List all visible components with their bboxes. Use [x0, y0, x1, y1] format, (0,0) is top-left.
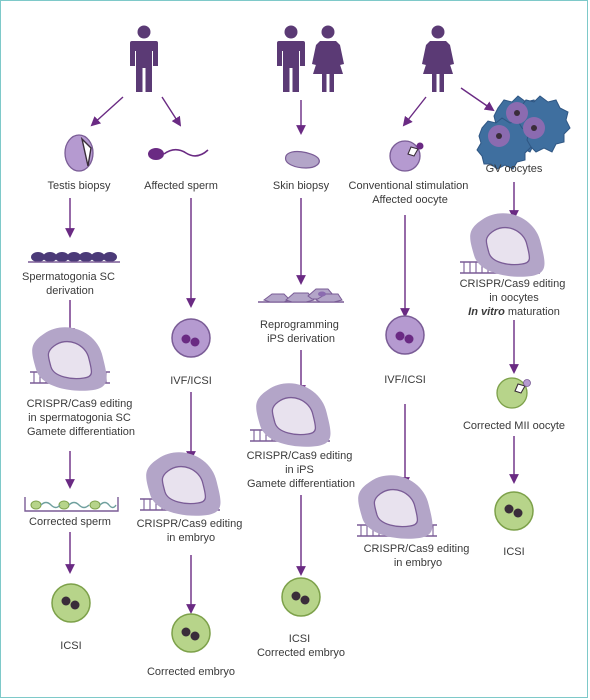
- label-corrected-sperm: Corrected sperm: [29, 516, 111, 528]
- ips-culture-icon: [258, 288, 344, 303]
- affected-sperm-icon: [148, 148, 209, 160]
- cas9-dna-icon: [459, 212, 546, 278]
- cas9-dna-icon: [356, 474, 438, 540]
- label-crispr-embryo: CRISPR/Cas9 editing in embryo: [364, 543, 473, 569]
- female-person-icon: [422, 25, 454, 92]
- label-corrected-mii-oocyte: Corrected MII oocyte: [463, 420, 565, 432]
- male-person-icon: [277, 25, 305, 92]
- label-crispr-ips: CRISPR/Cas9 editing in iPS Gamete differ…: [247, 450, 356, 490]
- label-conventional-stimulation: Conventional stimulation Affected oocyte: [349, 180, 472, 206]
- label-reprogramming: Reprogramming iPS derivation: [260, 319, 342, 345]
- flow-arrows: [65, 87, 519, 614]
- label-icsi: ICSI: [503, 546, 524, 558]
- ivf-embryo-icon: [385, 315, 425, 355]
- corrected-embryo-icon: [281, 577, 321, 617]
- cas9-dna-icon: [249, 382, 332, 448]
- label-crispr-embryo: CRISPR/Cas9 editing in embryo: [137, 518, 246, 544]
- label-crispr-spermatogonia: CRISPR/Cas9 editing in spermatogonia SC …: [27, 398, 136, 438]
- label-skin-biopsy: Skin biopsy: [273, 180, 330, 192]
- label-gv-oocytes: GV oocytes: [486, 163, 543, 175]
- affected-oocyte-icon: [389, 140, 424, 172]
- corrected-mii-oocyte-icon: [496, 377, 531, 409]
- corrected-sperm-icon: [24, 497, 119, 512]
- skin-cell-icon: [284, 150, 320, 169]
- icsi-embryo-icon: [494, 491, 534, 531]
- label-in-vitro-maturation: In vitro maturation: [468, 306, 560, 318]
- female-person-icon: [312, 25, 344, 92]
- label-corrected-embryo: Corrected embryo: [147, 666, 235, 678]
- label-affected-sperm: Affected sperm: [144, 180, 218, 192]
- label-ivf-icsi: IVF/ICSI: [170, 375, 212, 387]
- ivf-embryo-icon: [171, 318, 211, 358]
- label-spermatogonia-derivation: Spermatogonia SC derivation: [22, 271, 118, 297]
- label-icsi-corrected-embryo: ICSI Corrected embryo: [257, 633, 345, 659]
- spermatogonia-culture-icon: [28, 252, 120, 263]
- label-testis-biopsy: Testis biopsy: [48, 180, 111, 192]
- icsi-embryo-icon: [51, 583, 91, 623]
- corrected-embryo-icon: [171, 613, 211, 653]
- male-person-icon: [130, 25, 158, 92]
- cas9-dna-icon: [139, 451, 222, 517]
- label-ivf-icsi: IVF/ICSI: [384, 374, 426, 386]
- label-icsi: ICSI: [60, 640, 81, 652]
- testis-cell-icon: [64, 134, 94, 172]
- cas9-dna-icon: [29, 326, 111, 392]
- label-crispr-oocytes: CRISPR/Cas9 editing in oocytes: [460, 278, 569, 304]
- gv-oocytes-icon: [476, 95, 571, 170]
